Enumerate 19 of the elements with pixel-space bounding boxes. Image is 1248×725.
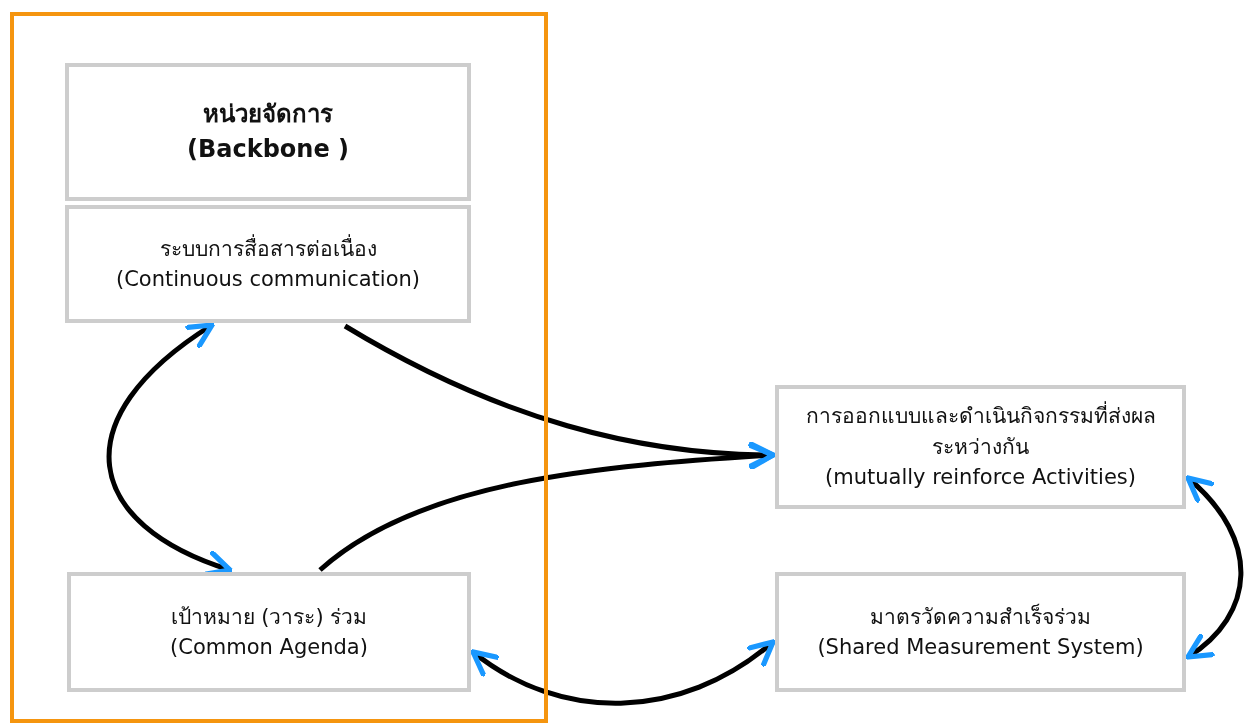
process-box — [65, 205, 471, 323]
arrow — [318, 443, 776, 572]
box-heading: (Backbone ) — [187, 134, 349, 165]
arrow — [1185, 475, 1244, 660]
process-box — [775, 385, 1186, 509]
heading-box — [65, 63, 471, 201]
box-label: มาตรวัดความสำเร็จร่วม — [870, 602, 1091, 631]
box-label: การออกแบบและดำเนินกิจกรรมที่ส่งผลระหว่างกัน — [793, 401, 1168, 463]
box-label: (Common Agenda) — [170, 634, 368, 661]
box-label: (Shared Measurement System) — [817, 634, 1144, 661]
box-label: (mutually reinforce Activities) — [825, 464, 1136, 492]
process-box — [775, 572, 1186, 692]
box-heading: หน่วยจัดการ — [203, 99, 333, 131]
box-label: ระบบการสื่อสารต่อเนื่อง — [159, 233, 377, 263]
box-label: เป้าหมาย (วาระ) ร่วม — [170, 603, 368, 631]
group-frame — [10, 12, 548, 723]
process-box — [67, 572, 471, 692]
box-label: (Continuous communication) — [115, 266, 421, 293]
arrow — [470, 639, 776, 706]
